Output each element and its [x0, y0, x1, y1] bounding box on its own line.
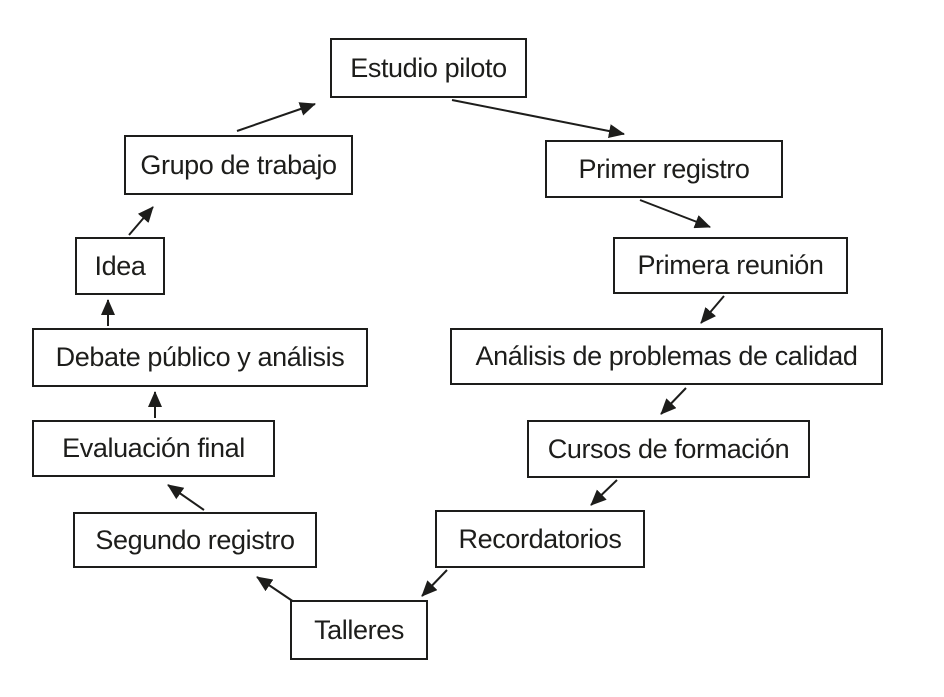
node-grupo-de-trabajo: Grupo de trabajo: [124, 135, 353, 195]
node-cursos-de-formacion: Cursos de formación: [527, 420, 810, 478]
node-idea: Idea: [75, 237, 165, 295]
node-segundo-registro: Segundo registro: [73, 512, 317, 568]
arrow-talleres-to-segundo-registro: [256, 576, 295, 603]
arrow-grupo-de-trabajo-to-estudio-piloto: [236, 102, 316, 132]
node-evaluacion-final: Evaluación final: [32, 420, 275, 477]
arrow-idea-to-grupo-de-trabajo: [128, 206, 154, 236]
arrow-primer-registro-to-primera-reunion: [639, 199, 711, 229]
arrow-cursos-de-formacion-to-recordatorios: [590, 479, 618, 506]
arrow-estudio-piloto-to-primer-registro: [451, 99, 625, 138]
node-estudio-piloto: Estudio piloto: [330, 38, 527, 98]
arrow-segundo-registro-to-evaluacion-final: [167, 484, 205, 511]
arrow-analisis-de-problemas-de-calidad-to-cursos-de-formacion: [660, 387, 687, 415]
node-analisis-de-problemas-de-calidad: Análisis de problemas de calidad: [450, 328, 883, 385]
arrow-primera-reunion-to-analisis-de-problemas-de-calidad: [700, 295, 725, 324]
node-talleres: Talleres: [290, 600, 428, 660]
arrow-recordatorios-to-talleres: [421, 569, 448, 597]
node-debate-publico-y-analisis: Debate público y análisis: [32, 328, 368, 387]
node-primer-registro: Primer registro: [545, 140, 783, 198]
node-recordatorios: Recordatorios: [435, 510, 645, 568]
node-primera-reunion: Primera reunión: [613, 237, 848, 294]
